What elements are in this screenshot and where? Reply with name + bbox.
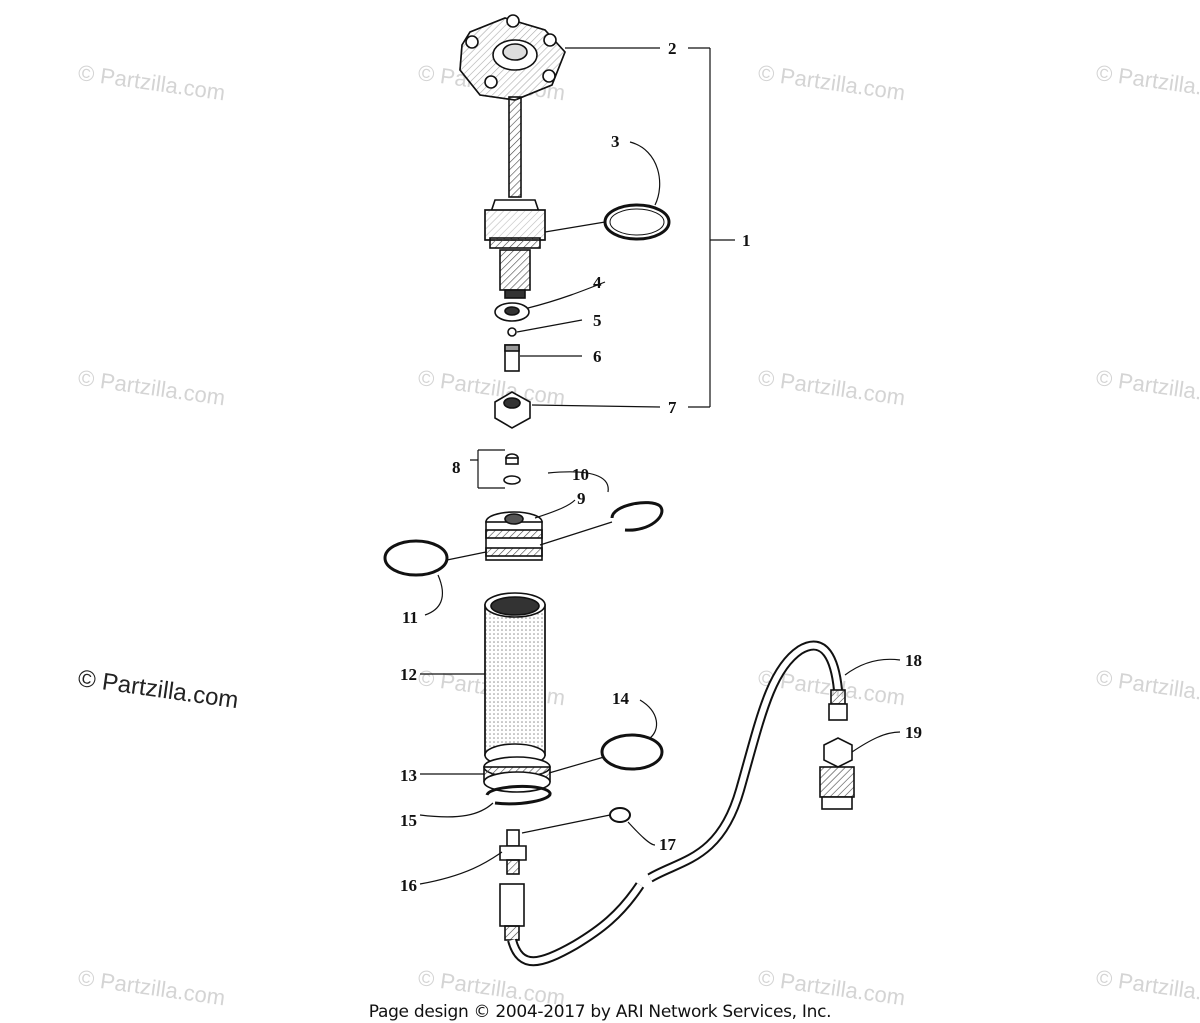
part-14-o-ring <box>600 733 664 771</box>
callout-1: 1 <box>742 231 751 250</box>
part-11-o-ring <box>383 539 449 577</box>
part-15-snap-ring <box>485 784 552 806</box>
callout-4: 4 <box>593 273 602 292</box>
page-footer: Page design © 2004-2017 by ARI Network S… <box>368 1002 832 1022</box>
shaft <box>508 96 522 198</box>
callout-8: 8 <box>452 458 461 477</box>
hose <box>499 640 843 967</box>
part-9-piston <box>485 511 543 561</box>
callout-17: 17 <box>659 835 676 854</box>
part-2-knob <box>459 14 566 101</box>
part-12-cylinder <box>484 592 546 767</box>
callout-6: 6 <box>593 347 602 366</box>
part-17-o-ring <box>609 807 631 823</box>
part-16-fitting <box>499 829 527 875</box>
callout-16: 16 <box>400 876 417 895</box>
callout-9: 9 <box>577 489 586 508</box>
callout-13: 13 <box>400 766 417 785</box>
part-19-coupler <box>819 737 855 810</box>
callout-5: 5 <box>593 311 602 330</box>
part-1-body <box>484 199 546 299</box>
callout-12: 12 <box>400 665 417 684</box>
part-18-hose-end <box>828 689 848 721</box>
callout-7: 7 <box>668 398 677 417</box>
leader-lines <box>419 47 901 885</box>
callout-15: 15 <box>400 811 417 830</box>
callout-19: 19 <box>905 723 922 742</box>
part-3-o-ring <box>603 203 671 241</box>
callout-14: 14 <box>612 689 629 708</box>
callout-11: 11 <box>402 608 419 627</box>
callout-18: 18 <box>905 651 922 670</box>
callout-3: 3 <box>611 132 620 151</box>
part-10-split-ring <box>610 501 664 532</box>
callout-10: 10 <box>572 465 589 484</box>
part-8-seals <box>503 453 521 485</box>
part-5-ball <box>507 327 517 337</box>
callout-2: 2 <box>668 39 677 58</box>
